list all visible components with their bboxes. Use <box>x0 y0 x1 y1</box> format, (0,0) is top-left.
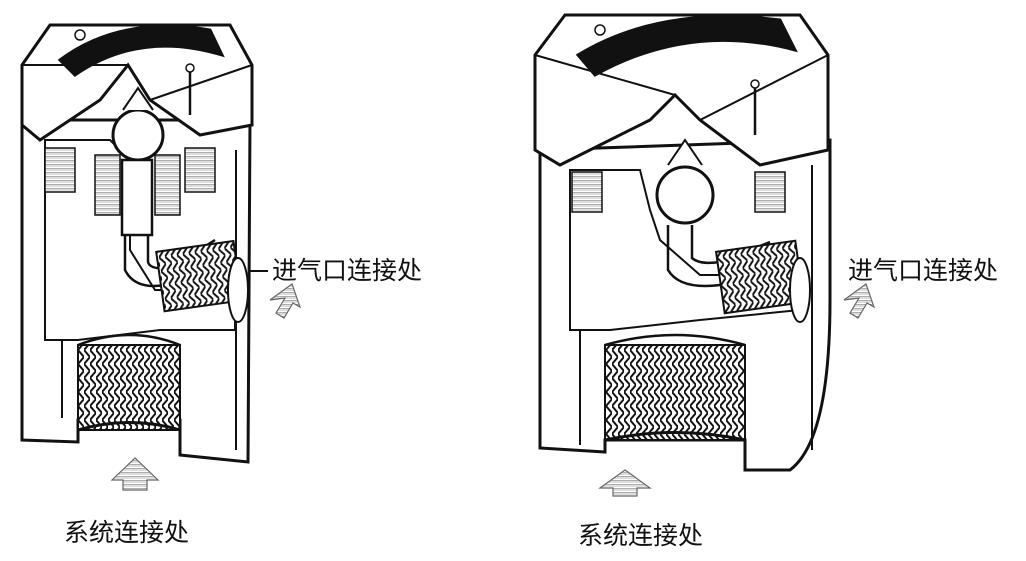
left-valve-ball <box>111 108 165 162</box>
right-valve-bottom-thread <box>604 344 746 441</box>
flow-arrow-diagonal-icon <box>269 283 302 319</box>
flow-arrow-up-icon <box>110 457 160 491</box>
left-inlet-connection-label: 进气口连接处 <box>272 256 423 285</box>
left-valve <box>20 23 254 464</box>
right-valve <box>533 13 832 472</box>
left-valve-bottom-thread <box>77 344 181 431</box>
right-system-connection-label: 系统连接处 <box>578 521 704 550</box>
right-inlet-connection-label: 进气口连接处 <box>848 256 999 285</box>
flow-arrow-diagonal-icon <box>843 283 876 319</box>
left-system-connection-label: 系统连接处 <box>64 518 190 547</box>
flow-arrow-up-icon <box>598 469 652 497</box>
right-valve-ball <box>655 165 715 225</box>
